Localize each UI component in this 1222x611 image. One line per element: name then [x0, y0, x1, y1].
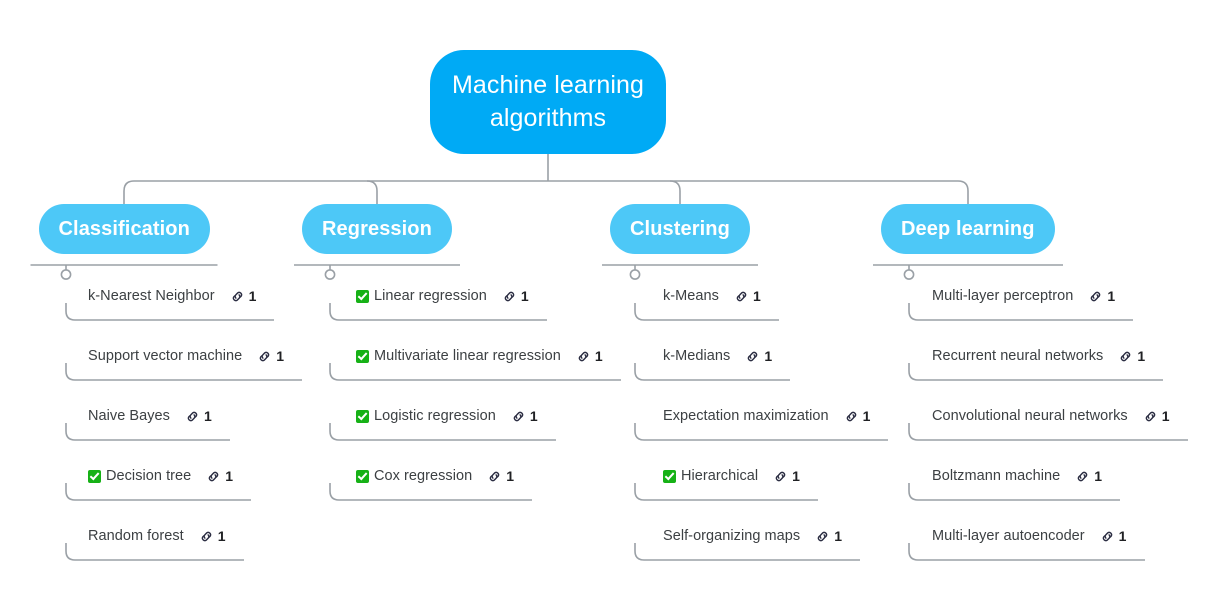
link-count: 1 — [520, 288, 529, 304]
link-icon[interactable] — [773, 469, 788, 484]
link-icon[interactable] — [815, 529, 830, 544]
link-count: 1 — [248, 288, 257, 304]
link-icon[interactable] — [257, 349, 272, 364]
checked-checkbox-icon[interactable] — [356, 289, 369, 303]
link-icon[interactable] — [1143, 409, 1158, 424]
leaf-item[interactable]: Naive Bayes 1 — [88, 408, 212, 424]
checked-checkbox-icon[interactable] — [356, 409, 369, 423]
checked-checkbox-icon[interactable] — [356, 349, 369, 363]
link-icon[interactable] — [185, 409, 200, 424]
link-count: 1 — [752, 288, 761, 304]
link-icon[interactable] — [1088, 289, 1103, 304]
link-count: 1 — [529, 408, 538, 424]
leaf-item[interactable]: k-Means 1 — [663, 288, 761, 304]
collapse-handle — [629, 269, 641, 280]
category-node-regression[interactable]: Regression — [302, 204, 452, 254]
leaf-item[interactable]: Self-organizing maps 1 — [663, 528, 842, 544]
leaf-item[interactable]: Support vector machine 1 — [88, 348, 284, 364]
link-count: 1 — [1094, 468, 1103, 484]
leaf-item[interactable]: k-Medians 1 — [663, 348, 772, 364]
link-count: 1 — [1107, 288, 1116, 304]
collapse-handle — [324, 269, 336, 280]
link-count: 1 — [1137, 348, 1146, 364]
leaf-label: Multivariate linear regression — [374, 348, 561, 364]
leaf-item[interactable]: Expectation maximization 1 — [663, 408, 870, 424]
leaf-item[interactable]: k-Nearest Neighbor 1 — [88, 288, 256, 304]
category-node-classification[interactable]: Classification — [38, 204, 210, 254]
link-icon[interactable] — [199, 529, 214, 544]
leaf-label: Logistic regression — [374, 408, 496, 424]
leaf-label: Hierarchical — [681, 468, 759, 484]
leaf-label: Boltzmann machine — [932, 468, 1061, 484]
leaf-label: k-Means — [663, 288, 719, 304]
link-count: 1 — [276, 348, 285, 364]
link-count: 1 — [506, 468, 515, 484]
link-count: 1 — [203, 408, 212, 424]
leaf-label: Naive Bayes — [88, 408, 170, 424]
link-icon[interactable] — [1100, 529, 1115, 544]
leaf-item[interactable]: Cox regression 1 — [356, 468, 514, 484]
link-count: 1 — [1161, 408, 1170, 424]
leaf-item[interactable]: Decision tree 1 — [88, 468, 233, 484]
link-icon[interactable] — [206, 469, 221, 484]
checked-checkbox-icon[interactable] — [356, 469, 369, 483]
leaf-item[interactable]: Convolutional neural networks 1 — [932, 408, 1170, 424]
leaf-item[interactable]: Multivariate linear regression 1 — [356, 348, 603, 364]
leaf-item[interactable]: Hierarchical 1 — [663, 468, 800, 484]
collapse-handle — [60, 269, 72, 280]
link-icon[interactable] — [844, 409, 859, 424]
leaf-item[interactable]: Random forest 1 — [88, 528, 226, 544]
link-icon[interactable] — [1118, 349, 1133, 364]
link-count: 1 — [862, 408, 871, 424]
collapse-handle — [903, 269, 915, 280]
leaf-item[interactable]: Multi-layer autoencoder 1 — [932, 528, 1127, 544]
root-node[interactable]: Machine learning algorithms — [430, 50, 666, 154]
link-icon[interactable] — [734, 289, 749, 304]
link-icon[interactable] — [230, 289, 245, 304]
link-count: 1 — [764, 348, 773, 364]
link-icon[interactable] — [502, 289, 517, 304]
link-count: 1 — [792, 468, 800, 484]
category-node-clustering[interactable]: Clustering — [610, 204, 750, 254]
leaf-label: Linear regression — [374, 288, 487, 304]
leaf-label: Multi-layer perceptron — [932, 288, 1074, 304]
link-count: 1 — [217, 528, 226, 544]
leaf-item[interactable]: Recurrent neural networks 1 — [932, 348, 1145, 364]
leaf-label: Multi-layer autoencoder — [932, 528, 1085, 544]
leaf-label: k-Nearest Neighbor — [88, 288, 215, 304]
link-icon[interactable] — [1075, 469, 1090, 484]
category-node-deep-learning[interactable]: Deep learning — [881, 204, 1055, 254]
leaf-label: Self-organizing maps — [663, 528, 801, 544]
leaf-item[interactable]: Logistic regression 1 — [356, 408, 538, 424]
checked-checkbox-icon[interactable] — [663, 469, 676, 483]
leaf-item[interactable]: Linear regression 1 — [356, 288, 529, 304]
link-icon[interactable] — [511, 409, 526, 424]
link-count: 1 — [594, 348, 603, 364]
leaf-item[interactable]: Multi-layer perceptron 1 — [932, 288, 1115, 304]
leaf-label: Convolutional neural networks — [932, 408, 1128, 424]
checked-checkbox-icon[interactable] — [88, 469, 101, 483]
link-count: 1 — [225, 468, 234, 484]
leaf-label: Recurrent neural networks — [932, 348, 1104, 364]
link-icon[interactable] — [487, 469, 502, 484]
link-icon[interactable] — [576, 349, 591, 364]
leaf-label: Decision tree — [106, 468, 192, 484]
leaf-label: Cox regression — [374, 468, 473, 484]
leaf-item[interactable]: Boltzmann machine 1 — [932, 468, 1102, 484]
link-count: 1 — [1118, 528, 1127, 544]
link-icon[interactable] — [745, 349, 760, 364]
leaf-label: Random forest — [88, 528, 184, 544]
leaf-label: Expectation maximization — [663, 408, 829, 424]
leaf-label: k-Medians — [663, 348, 731, 364]
link-count: 1 — [834, 528, 843, 544]
leaf-label: Support vector machine — [88, 348, 243, 364]
